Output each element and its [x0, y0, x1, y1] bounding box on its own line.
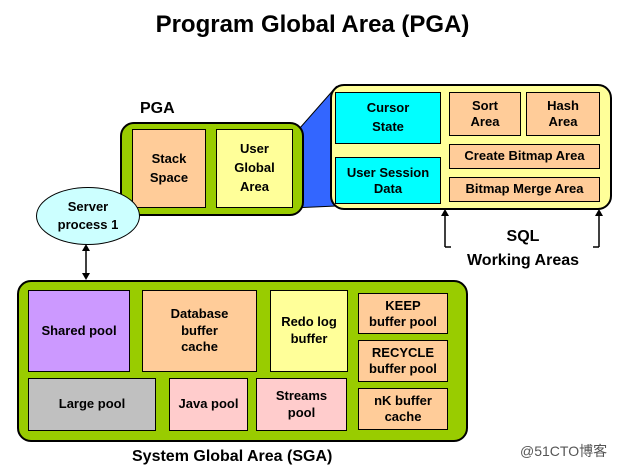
- large-pool-box: Large pool: [28, 378, 156, 431]
- sql-working-areas-label: SQL Working Areas: [466, 228, 580, 269]
- watermark: @51CTO博客: [520, 443, 608, 459]
- recycle-buffer-pool-box: RECYCLE buffer pool: [358, 340, 448, 382]
- arrowhead-down: [82, 273, 90, 280]
- java-pool-box: Java pool: [169, 378, 248, 431]
- hash-area-box: Hash Area: [526, 92, 600, 136]
- stack-space-box: Stack Space: [132, 129, 206, 208]
- redo-log-buffer-box: Redo log buffer: [270, 290, 348, 372]
- user-session-data-box: User Session Data: [335, 157, 441, 204]
- bitmap-merge-area-box: Bitmap Merge Area: [449, 177, 600, 202]
- streams-pool-box: Streams pool: [256, 378, 347, 431]
- arrowhead-up: [82, 244, 90, 251]
- diagram-title: Program Global Area (PGA): [155, 11, 470, 38]
- create-bitmap-area-box: Create Bitmap Area: [449, 144, 600, 169]
- cursor-state-box: Cursor State: [335, 92, 441, 144]
- server-process-ellipse: Server process 1: [36, 187, 140, 245]
- sga-label: System Global Area (SGA): [132, 448, 333, 465]
- pga-label: PGA: [140, 100, 175, 117]
- nk-buffer-cache-box: nK buffer cache: [358, 388, 448, 430]
- sort-area-box: Sort Area: [449, 92, 521, 136]
- database-buffer-cache-box: Database buffer cache: [142, 290, 257, 372]
- user-global-area-box: User Global Area: [216, 129, 293, 208]
- shared-pool-box: Shared pool: [28, 290, 130, 372]
- keep-buffer-pool-box: KEEP buffer pool: [358, 293, 448, 334]
